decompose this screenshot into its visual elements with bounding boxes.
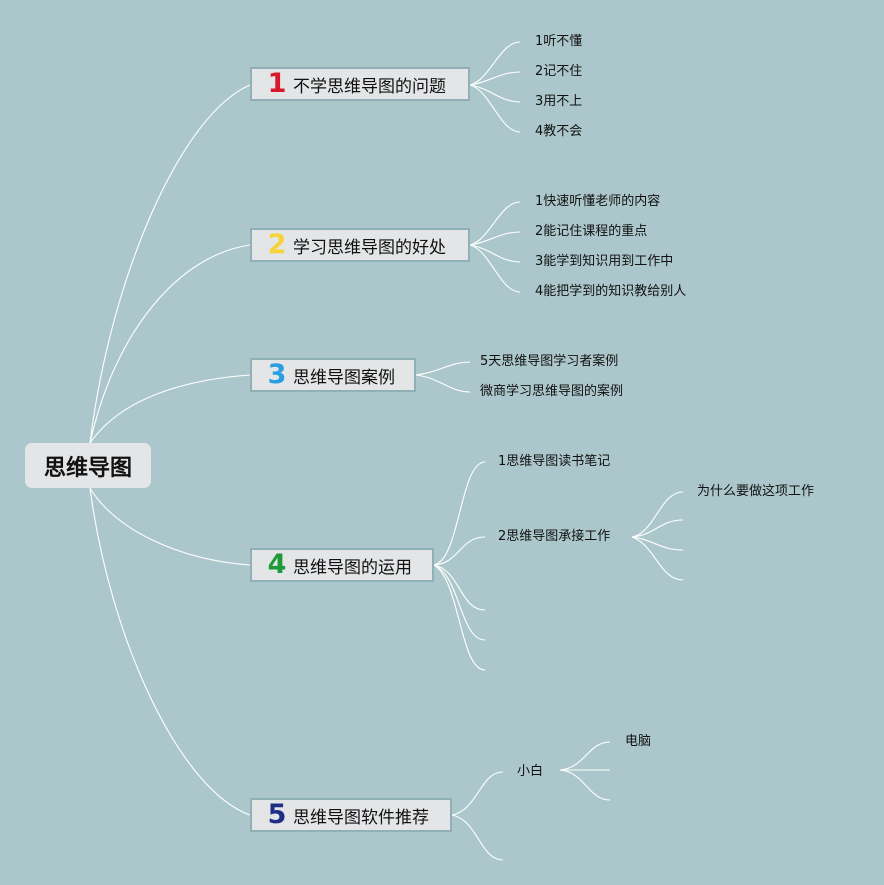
link-b1-c2 — [469, 71, 521, 86]
leaf-node[interactable]: 1思维导图读书笔记 — [498, 454, 611, 469]
link-b3-c1 — [415, 361, 471, 376]
leaf-node[interactable]: 4能把学到的知识教给别人 — [535, 284, 687, 299]
leaf-node[interactable]: 电脑 — [625, 734, 652, 749]
branch-number-2: 2 — [267, 229, 287, 260]
leaf-node[interactable]: 2记不住 — [535, 64, 583, 79]
link-b2-c4 — [469, 244, 521, 293]
root-label: 思维导图 — [43, 455, 132, 481]
link-b4-empty-2 — [433, 564, 486, 641]
branch-number-4: 4 — [267, 549, 287, 580]
branch-node-4[interactable]: 4 思维导图的运用 — [250, 548, 434, 582]
branch-label-2: 学习思维导图的好处 — [293, 237, 446, 258]
branch-label-1: 不学思维导图的问题 — [293, 76, 446, 97]
link-b1-c4 — [469, 84, 521, 133]
link-b4c2-empty-2 — [631, 536, 684, 551]
branch-number-1: 1 — [267, 68, 287, 99]
leaf-node[interactable]: 4教不会 — [535, 124, 583, 139]
leaf-node[interactable]: 为什么要做这项工作 — [697, 484, 815, 499]
link-b2-c3 — [469, 244, 521, 263]
leaf-node[interactable]: 微商学习思维导图的案例 — [480, 384, 624, 399]
link-b3-c2 — [415, 374, 471, 393]
link-b4-c1 — [433, 461, 486, 566]
branch-node-5[interactable]: 5 思维导图软件推荐 — [250, 798, 452, 832]
link-b5c1-g1 — [559, 741, 611, 771]
leaf-node[interactable]: 3能学到知识用到工作中 — [535, 254, 674, 269]
link-b4-c2 — [433, 536, 486, 566]
link-b4c2-empty-3 — [631, 536, 684, 581]
leaf-node[interactable]: 1快速听懂老师的内容 — [535, 194, 661, 209]
root-node[interactable]: 思维导图 — [25, 443, 151, 488]
link-root-b4 — [89, 487, 251, 566]
branch-node-2[interactable]: 2 学习思维导图的好处 — [250, 228, 470, 262]
link-b1-c3 — [469, 84, 521, 103]
branch-node-1[interactable]: 1 不学思维导图的问题 — [250, 67, 470, 101]
link-b2-c1 — [469, 201, 521, 246]
leaf-node[interactable]: 1听不懂 — [535, 34, 583, 49]
link-root-b3 — [89, 374, 251, 444]
leaf-node[interactable]: 3用不上 — [535, 94, 583, 109]
link-b5-empty-1 — [451, 814, 504, 861]
link-b4c2-empty-1 — [631, 519, 684, 538]
leaf-node[interactable]: 5天思维导图学习者案例 — [480, 354, 619, 369]
link-b5-c1 — [451, 771, 504, 816]
link-root-b5 — [89, 487, 251, 816]
leaf-node[interactable]: 2思维导图承接工作 — [498, 529, 611, 544]
link-b4-empty-1 — [433, 564, 486, 611]
branch-number-3: 3 — [267, 359, 287, 390]
link-b5c1-empty-2 — [559, 769, 611, 801]
branch-label-3: 思维导图案例 — [293, 367, 395, 388]
link-b2-c2 — [469, 231, 521, 246]
link-root-b2 — [89, 244, 251, 444]
branch-node-3[interactable]: 3 思维导图案例 — [250, 358, 416, 392]
branch-label-4: 思维导图的运用 — [293, 557, 412, 578]
link-b1-c1 — [469, 41, 521, 86]
link-root-b1 — [89, 84, 251, 444]
link-b4c2-g1 — [631, 491, 684, 538]
branch-label-5: 思维导图软件推荐 — [293, 807, 429, 828]
leaf-node[interactable]: 2能记住课程的重点 — [535, 224, 648, 239]
link-b4-empty-3 — [433, 564, 486, 671]
leaf-node[interactable]: 小白 — [517, 764, 544, 779]
branch-number-5: 5 — [267, 799, 287, 830]
